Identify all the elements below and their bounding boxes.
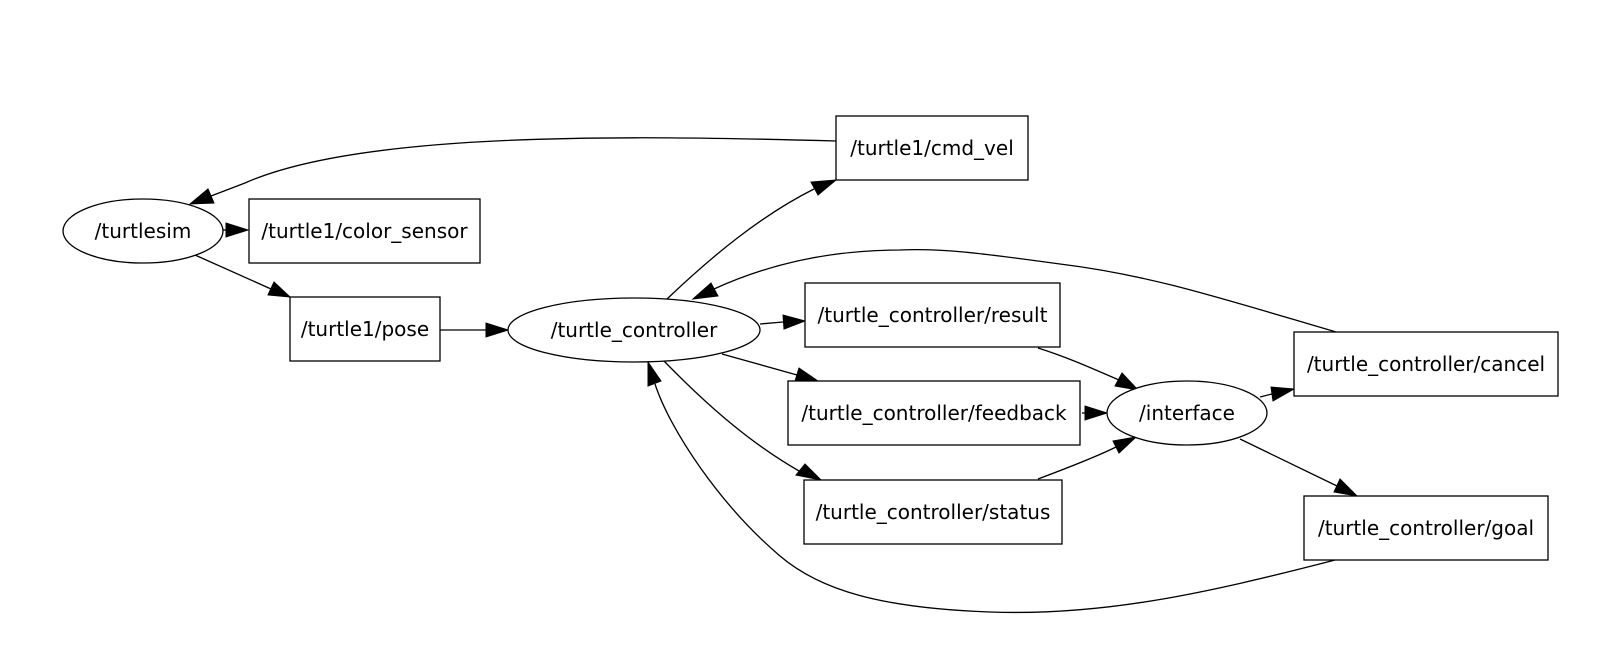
topic-cmd-vel[interactable]: /turtle1/cmd_vel <box>835 115 1029 181</box>
node-interface[interactable]: /interface <box>1106 380 1268 446</box>
edge-interface-to-goal <box>1239 438 1359 497</box>
edge-result-to-interface <box>1037 347 1140 391</box>
edge-cancel-to-turtle-controller <box>691 248 1337 333</box>
edge-turtlesim-to-pose <box>194 254 292 298</box>
topic-label-pose: /turtle1/pose <box>301 317 429 341</box>
topic-status[interactable]: /turtle_controller/status <box>803 479 1063 545</box>
topic-goal[interactable]: /turtle_controller/goal <box>1303 495 1549 561</box>
topic-color-sensor[interactable]: /turtle1/color_sensor <box>248 198 481 264</box>
topic-pose[interactable]: /turtle1/pose <box>289 296 441 362</box>
node-label-interface: /interface <box>1139 401 1235 425</box>
topic-cancel[interactable]: /turtle_controller/cancel <box>1293 331 1559 397</box>
edge-turtle-controller-to-feedback <box>721 353 820 382</box>
node-label-turtle-controller: /turtle_controller <box>551 318 718 342</box>
edge-feedback-to-interface <box>1082 405 1109 421</box>
node-turtlesim[interactable]: /turtlesim <box>62 198 224 264</box>
topic-label-feedback: /turtle_controller/feedback <box>801 401 1067 425</box>
edge-pose-to-turtle-controller <box>440 322 510 338</box>
topic-feedback[interactable]: /turtle_controller/feedback <box>787 380 1081 446</box>
topic-label-status: /turtle_controller/status <box>816 500 1051 524</box>
topic-label-goal: /turtle_controller/goal <box>1318 516 1534 540</box>
topic-label-cancel: /turtle_controller/cancel <box>1307 352 1545 376</box>
edges <box>188 137 1359 614</box>
topic-result[interactable]: /turtle_controller/result <box>804 282 1061 348</box>
topic-label-result: /turtle_controller/result <box>818 303 1048 327</box>
edge-turtle-controller-to-cmd-vel <box>666 179 838 300</box>
edge-goal-to-turtle-controller <box>647 360 1336 614</box>
topic-label-cmd-vel: /turtle1/cmd_vel <box>850 136 1014 160</box>
topic-label-color-sensor: /turtle1/color_sensor <box>261 219 468 243</box>
edge-turtle-controller-to-result <box>759 314 807 330</box>
node-turtle-controller[interactable]: /turtle_controller <box>507 297 761 363</box>
edge-cmd-vel-to-turtlesim <box>188 137 837 205</box>
edge-interface-to-cancel <box>1259 386 1296 402</box>
node-label-turtlesim: /turtlesim <box>95 219 192 243</box>
edge-status-to-interface <box>1037 436 1138 480</box>
nodes: /turtlesim /turtle1/color_sensor /turtle… <box>62 115 1559 561</box>
edge-turtlesim-to-color-sensor <box>222 222 250 238</box>
edge-turtle-controller-to-status <box>663 360 823 481</box>
